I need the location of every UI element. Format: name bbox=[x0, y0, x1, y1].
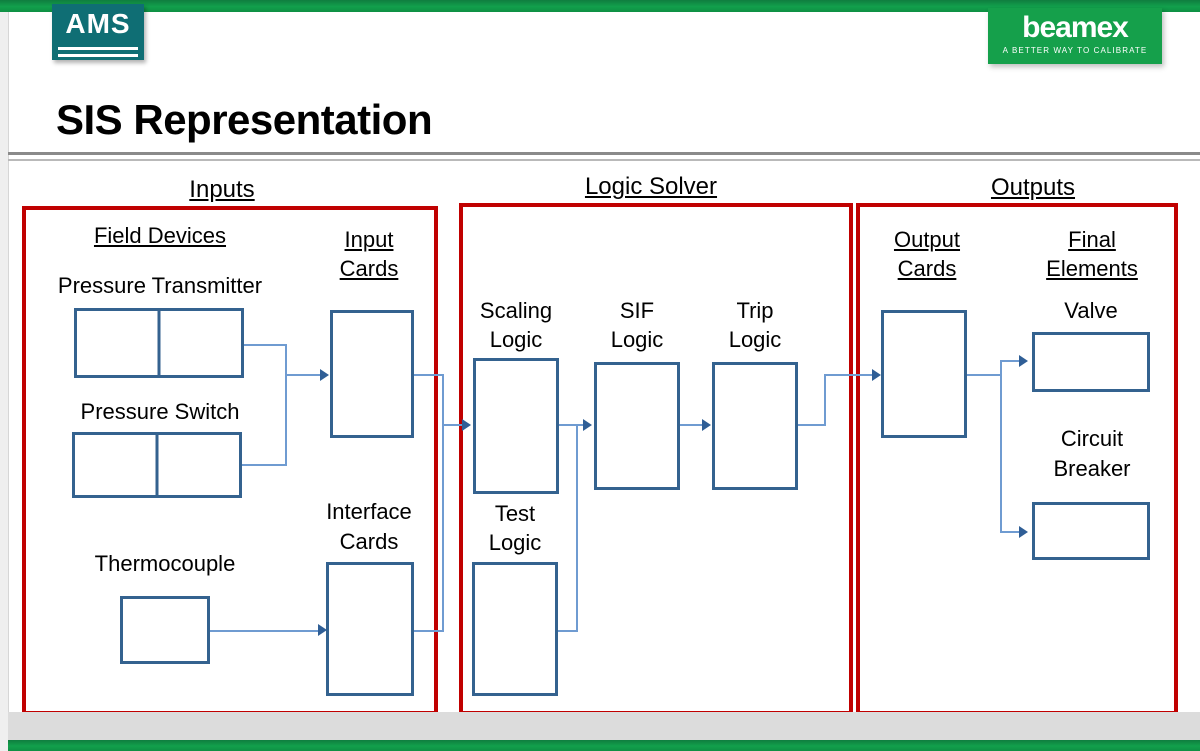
section-title-logic-solver: Logic Solver bbox=[584, 173, 718, 200]
element-circuit-breaker[interactable] bbox=[1032, 502, 1150, 560]
connector-bus-to-circuit-breaker bbox=[1000, 531, 1022, 533]
connector-interface-cards-out bbox=[414, 630, 444, 632]
connector-switch-to-input-cards-h bbox=[242, 464, 287, 466]
beamex-logo-name: beamex bbox=[1022, 11, 1129, 44]
block-output-cards[interactable] bbox=[881, 310, 967, 438]
connector-trip-out-h bbox=[798, 424, 826, 426]
ams-logo-bar-upper bbox=[58, 47, 138, 50]
connector-trip-to-output-cards bbox=[824, 374, 876, 376]
label-circuit-breaker-line2: Breaker bbox=[1053, 456, 1131, 481]
label-field-devices: Field Devices bbox=[93, 223, 227, 248]
connector-trip-out-v bbox=[824, 374, 826, 425]
block-input-cards[interactable] bbox=[330, 310, 414, 438]
label-thermocouple: Thermocouple bbox=[94, 551, 236, 576]
label-trip-logic-line1: Trip bbox=[736, 298, 774, 323]
label-scaling-logic-line2: Logic bbox=[489, 327, 543, 352]
block-test-logic[interactable] bbox=[472, 562, 558, 696]
label-output-cards-line2: Cards bbox=[897, 256, 957, 281]
label-valve: Valve bbox=[1064, 298, 1118, 323]
arrow-into-sif-logic bbox=[583, 419, 592, 431]
section-title-inputs: Inputs bbox=[189, 176, 255, 203]
footer-green-bar bbox=[8, 740, 1200, 751]
connector-test-logic-out bbox=[558, 630, 578, 632]
block-trip-logic[interactable] bbox=[712, 362, 798, 490]
arrow-into-scaling-logic bbox=[462, 419, 471, 431]
header-divider-upper bbox=[8, 152, 1200, 155]
label-output-cards-line1: Output bbox=[893, 227, 961, 252]
arrow-into-interface-cards bbox=[318, 624, 327, 636]
left-edge-strip bbox=[0, 0, 9, 751]
connector-output-cards-out bbox=[967, 374, 1002, 376]
connector-outputs-bus-vertical bbox=[1000, 360, 1002, 532]
label-sif-logic-line1: SIF bbox=[619, 298, 655, 323]
device-thermocouple[interactable] bbox=[120, 596, 210, 664]
label-input-cards-line2: Cards bbox=[339, 256, 399, 281]
page-title: SIS Representation bbox=[56, 96, 433, 143]
label-sif-logic-line2: Logic bbox=[610, 327, 664, 352]
connector-test-logic-feed-vertical bbox=[576, 424, 578, 630]
block-sif-logic[interactable] bbox=[594, 362, 680, 490]
connector-transmitter-to-input-cards-h bbox=[244, 344, 287, 346]
connector-transmitter-to-input-cards-v bbox=[285, 344, 287, 464]
ams-logo-bar-lower bbox=[58, 54, 138, 57]
arrow-into-output-cards bbox=[872, 369, 881, 381]
label-test-logic-line2: Logic bbox=[488, 530, 542, 555]
connector-merge-to-input-cards bbox=[285, 374, 325, 376]
device-pressure-switch[interactable] bbox=[72, 432, 242, 498]
arrow-into-valve bbox=[1019, 355, 1028, 367]
device-pressure-transmitter[interactable] bbox=[74, 308, 244, 378]
ams-logo: AMS bbox=[52, 4, 144, 60]
ams-logo-text: AMS bbox=[65, 8, 131, 39]
label-scaling-logic-line1: Scaling bbox=[479, 298, 553, 323]
block-interface-cards[interactable] bbox=[326, 562, 414, 696]
label-interface-cards-line1: Interface bbox=[326, 499, 412, 524]
label-final-elements-line1: Final bbox=[1068, 227, 1116, 252]
section-title-outputs: Outputs bbox=[990, 174, 1076, 201]
connector-input-cards-out bbox=[414, 374, 444, 376]
label-test-logic-line1: Test bbox=[494, 501, 536, 526]
connector-bus-to-valve bbox=[1000, 360, 1022, 362]
label-final-elements-line2: Elements bbox=[1046, 256, 1138, 281]
connector-thermocouple-to-interface-cards bbox=[210, 630, 322, 632]
label-pressure-transmitter: Pressure Transmitter bbox=[57, 273, 263, 298]
footer-band bbox=[8, 712, 1200, 740]
label-interface-cards-line2: Cards bbox=[339, 529, 399, 554]
connector-bus-to-scaling-logic bbox=[442, 424, 467, 426]
label-pressure-switch: Pressure Switch bbox=[80, 399, 240, 424]
element-valve[interactable] bbox=[1032, 332, 1150, 392]
arrow-into-trip-logic bbox=[702, 419, 711, 431]
header-divider-lower bbox=[8, 159, 1200, 161]
top-green-bar bbox=[0, 0, 1200, 12]
arrow-into-circuit-breaker bbox=[1019, 526, 1028, 538]
block-scaling-logic[interactable] bbox=[473, 358, 559, 494]
beamex-logo: beamex A BETTER WAY TO CALIBRATE bbox=[988, 8, 1162, 64]
connector-sif-to-trip bbox=[680, 424, 706, 426]
connector-scaling-to-sif-h bbox=[559, 424, 587, 426]
beamex-logo-tagline: A BETTER WAY TO CALIBRATE bbox=[1002, 46, 1148, 55]
label-trip-logic-line2: Logic bbox=[728, 327, 782, 352]
connector-inputs-bus-vertical bbox=[442, 374, 444, 630]
label-input-cards-line1: Input bbox=[344, 227, 394, 252]
label-circuit-breaker-line1: Circuit bbox=[1060, 426, 1124, 451]
arrow-into-input-cards bbox=[320, 369, 329, 381]
